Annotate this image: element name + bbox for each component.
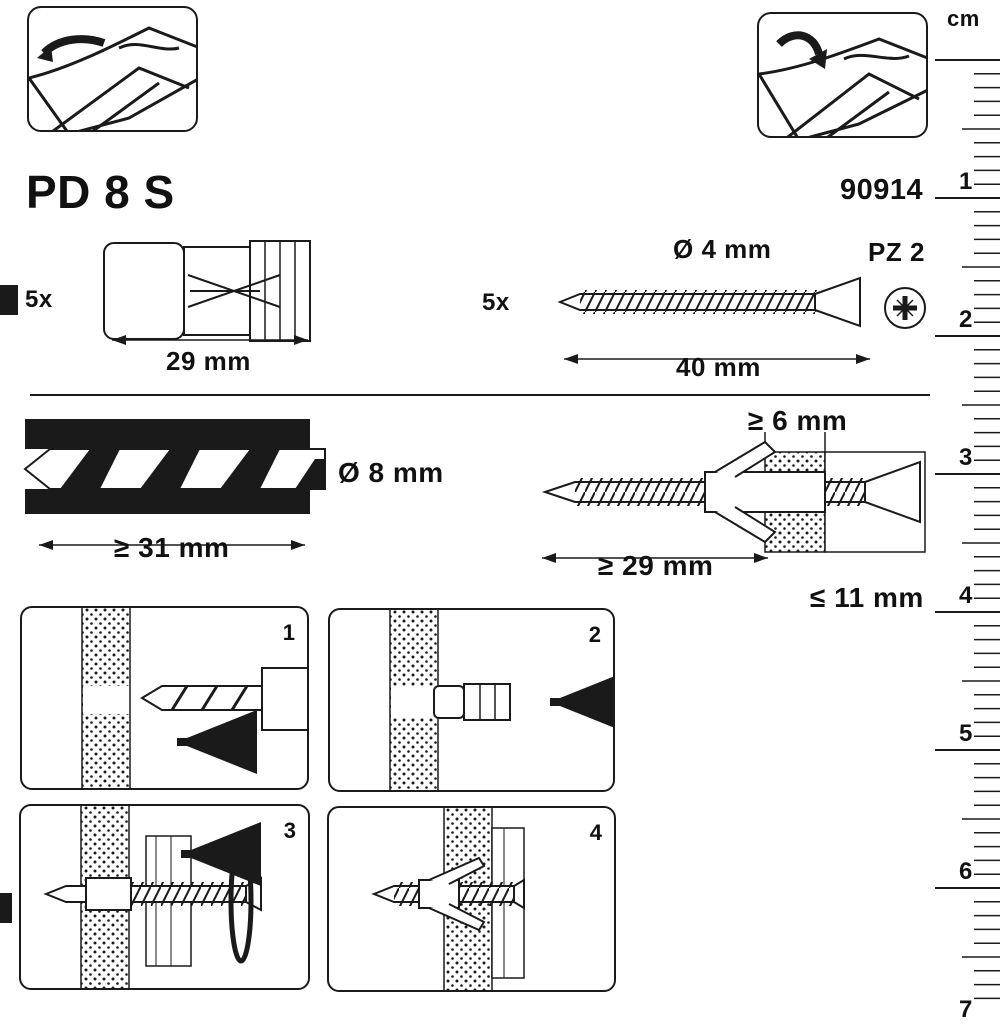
screw-length-dimension [564,354,870,364]
screw-drive: PZ 2 [868,237,925,267]
screw-quantity: 5x [482,289,510,316]
min-wall-thickness: ≥ 6 mm [748,405,848,436]
edge-marker [0,893,12,923]
ruler-label: 2 [959,306,973,333]
step-number: 1 [282,620,295,645]
plug-quantity: 5x [25,286,53,313]
installed-anchor-icon [541,432,926,553]
open-package-icon [27,6,198,132]
section-divider [30,394,930,396]
step-number: 3 [283,818,296,843]
plug-length: 29 mm [166,346,251,376]
ruler-label: 1 [959,168,973,195]
drill-bit-icon [23,419,326,514]
ruler-label: 5 [959,720,973,747]
centimeter-ruler: cm 1 2 3 4 5 6 7 [935,0,1000,1023]
step-panel-3: 3 [19,804,310,990]
edge-marker [0,285,18,315]
close-package-icon [757,12,928,138]
screw-length: 40 mm [676,352,761,382]
max-wall-thickness: ≤ 11 mm [810,582,924,613]
hole-diameter: Ø 8 mm [338,457,444,488]
plug-length-dimension [112,335,308,345]
min-depth-dimension [542,553,768,563]
step-panel-4: 4 [327,806,616,992]
hollow-wall-plug-icon [103,240,311,342]
hole-depth-dimension [39,540,305,550]
screw-icon [557,276,861,328]
step-panel-2: 2 [328,608,615,792]
ruler-label: 3 [959,444,973,471]
ruler-label: 6 [959,858,973,885]
min-anchor-depth: ≥ 29 mm [598,550,714,581]
pozidriv-icon [884,287,926,329]
screw-diameter: Ø 4 mm [673,234,772,264]
ruler-label: 4 [959,582,973,609]
hole-depth: ≥ 31 mm [114,532,230,563]
product-code: PD 8 S [26,166,175,218]
ruler-unit: cm [947,6,980,31]
step-panel-1: 1 [20,606,309,790]
ruler-label: 7 [959,996,973,1023]
article-number: 90914 [840,174,924,206]
step-number: 4 [589,820,602,845]
step-number: 2 [588,622,601,647]
